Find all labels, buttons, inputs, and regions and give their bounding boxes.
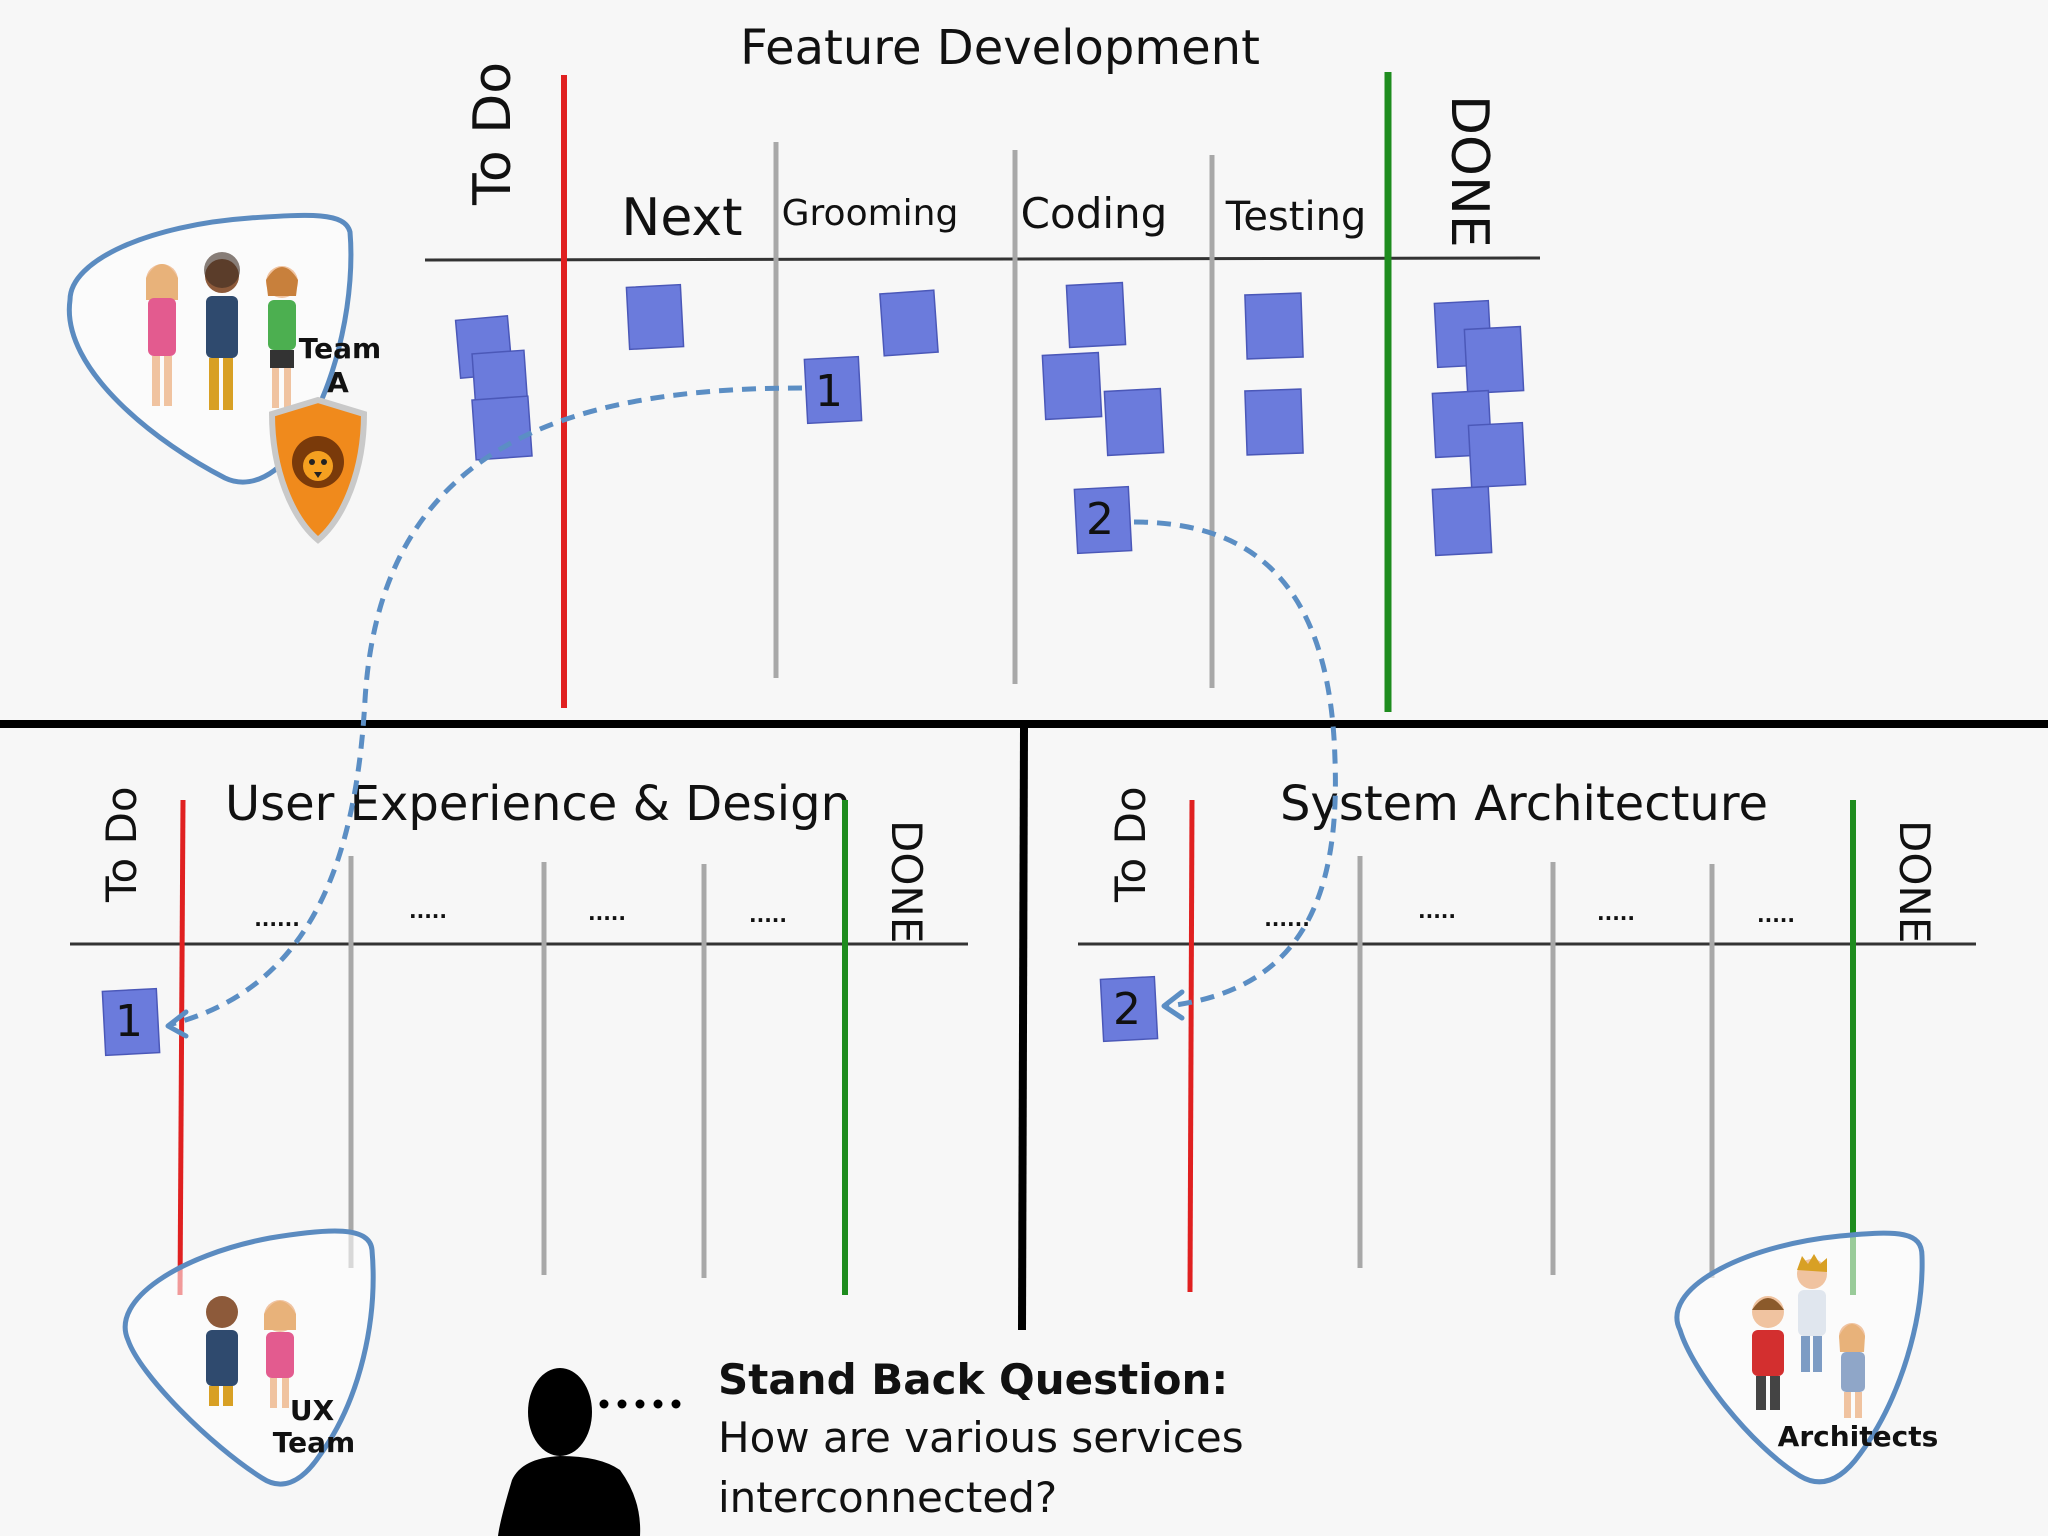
- question-line-1: How are various services: [718, 1413, 1244, 1462]
- feature-column-coding: Coding: [1021, 189, 1168, 238]
- sticky-note: [1065, 281, 1127, 349]
- sticky-note: [1431, 485, 1493, 557]
- sticky-note: [1463, 325, 1525, 395]
- ux-board: User Experience & Design To Do DONE ....…: [70, 776, 968, 1296]
- ux-team-label-line2: Team: [273, 1426, 355, 1459]
- architects-avatars: [1752, 1254, 1865, 1418]
- arch-todo-label: To Do: [1106, 786, 1155, 903]
- ux-todo-label: To Do: [97, 786, 146, 903]
- ux-done-label: DONE: [882, 820, 931, 943]
- sticky-note: [879, 289, 939, 357]
- arrow-note-1-to-ux: [171, 385, 803, 1027]
- sticky-note: [625, 283, 685, 351]
- ux-column-placeholder: .....: [409, 899, 447, 923]
- lion-shield-icon: [268, 396, 368, 544]
- arrow-note-2-to-arch: [1133, 519, 1338, 1009]
- question-line-2: interconnected?: [718, 1473, 1057, 1522]
- architects-label: Architects: [1778, 1420, 1939, 1453]
- team-a-label-line1: Team: [299, 332, 381, 365]
- sticky-note: [1244, 388, 1304, 456]
- ux-sticky-note-1: 1: [101, 987, 161, 1057]
- ux-todo-line: [177, 799, 186, 1296]
- arch-done-label: DONE: [1890, 820, 1939, 943]
- arch-column-placeholder: .....: [1597, 901, 1635, 925]
- team-a-group: Team A: [66, 212, 381, 544]
- arch-column-placeholder: .....: [1418, 899, 1456, 923]
- arch-board-title: System Architecture: [1280, 776, 1768, 832]
- dependency-arrows: [165, 385, 1338, 1039]
- ux-team-outline: [122, 1228, 376, 1487]
- feature-sticky-notes: 1 2: [454, 281, 1527, 557]
- thought-dots: [599, 1399, 681, 1409]
- sticky-note-1-label: 1: [815, 366, 843, 417]
- ux-team-label-line1: UX: [290, 1394, 335, 1427]
- arch-board: System Architecture To Do DONE ...... ..…: [1078, 776, 1976, 1295]
- thinking-person-icon: [498, 1368, 641, 1536]
- arch-sticky-note-label: 2: [1113, 984, 1141, 1035]
- ux-column-placeholder: .....: [588, 901, 626, 925]
- feature-todo-label: To Do: [463, 62, 523, 206]
- arch-column-placeholder: .....: [1757, 903, 1795, 927]
- arch-todo-line: [1187, 799, 1195, 1293]
- ux-board-title: User Experience & Design: [225, 776, 851, 832]
- feature-column-testing: Testing: [1225, 194, 1367, 240]
- sticky-note-1: 1: [803, 355, 863, 425]
- feature-done-label: DONE: [1439, 95, 1499, 248]
- feature-board-title: Feature Development: [740, 20, 1260, 76]
- ux-sticky-note-label: 1: [115, 996, 143, 1047]
- sticky-note: [1467, 421, 1527, 489]
- vertical-divider: [1018, 727, 1028, 1331]
- ux-team-avatars: [206, 1296, 296, 1408]
- feature-column-grooming: Grooming: [782, 193, 959, 234]
- sticky-note: [471, 395, 533, 461]
- architects-outline: [1674, 1230, 1925, 1485]
- ux-column-placeholder: .....: [749, 903, 787, 927]
- arch-sticky-note-2: 2: [1099, 975, 1159, 1043]
- sticky-note: [1244, 292, 1304, 360]
- team-a-label-line2: A: [327, 366, 349, 399]
- ux-column-placeholder: ......: [254, 907, 300, 931]
- team-a-avatars: [146, 252, 298, 410]
- arrow-head-ux: [165, 1009, 189, 1039]
- stand-back-question: Stand Back Question: How are various ser…: [498, 1355, 1244, 1536]
- sticky-note-2: 2: [1073, 485, 1133, 555]
- feature-board: Feature Development To Do Next Grooming …: [424, 20, 1541, 712]
- arch-column-placeholder: ......: [1264, 907, 1310, 931]
- architects-group: Architects: [1674, 1230, 1939, 1485]
- arrow-head-arch: [1161, 989, 1185, 1021]
- sticky-note: [1041, 351, 1103, 421]
- ux-team-group: UX Team: [122, 1228, 376, 1487]
- question-title: Stand Back Question:: [718, 1355, 1228, 1404]
- sticky-note-2-label: 2: [1086, 494, 1114, 545]
- sticky-note: [1103, 387, 1165, 457]
- feature-column-next: Next: [621, 188, 742, 248]
- feature-header-line: [424, 256, 1541, 262]
